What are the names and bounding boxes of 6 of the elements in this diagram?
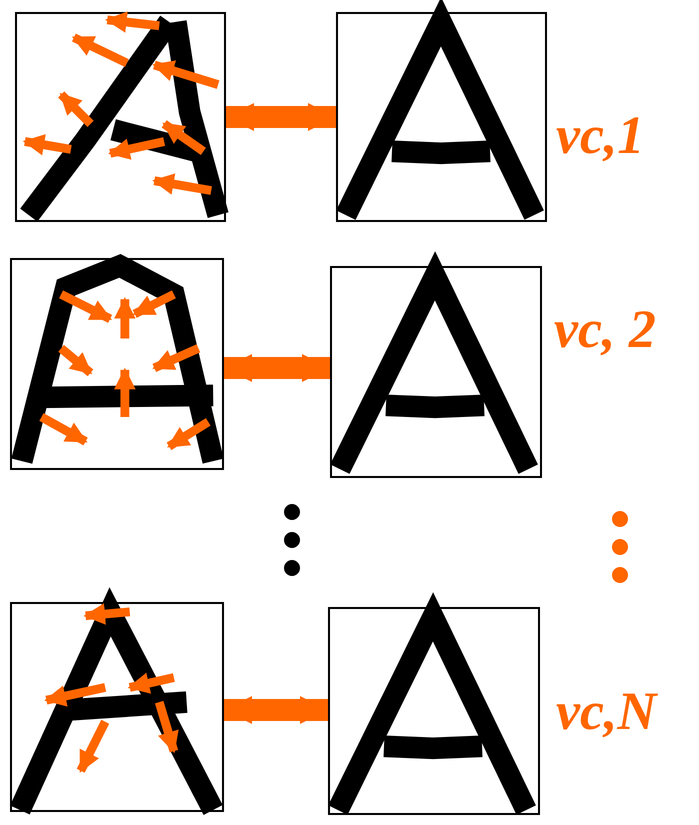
double-arrow xyxy=(224,354,330,382)
vector-label: vc,1 xyxy=(556,108,644,162)
double-arrow xyxy=(226,103,336,131)
vector-label: vc, 2 xyxy=(554,302,656,356)
double-arrow xyxy=(224,696,328,724)
vector-label: vc,N xyxy=(556,684,656,738)
